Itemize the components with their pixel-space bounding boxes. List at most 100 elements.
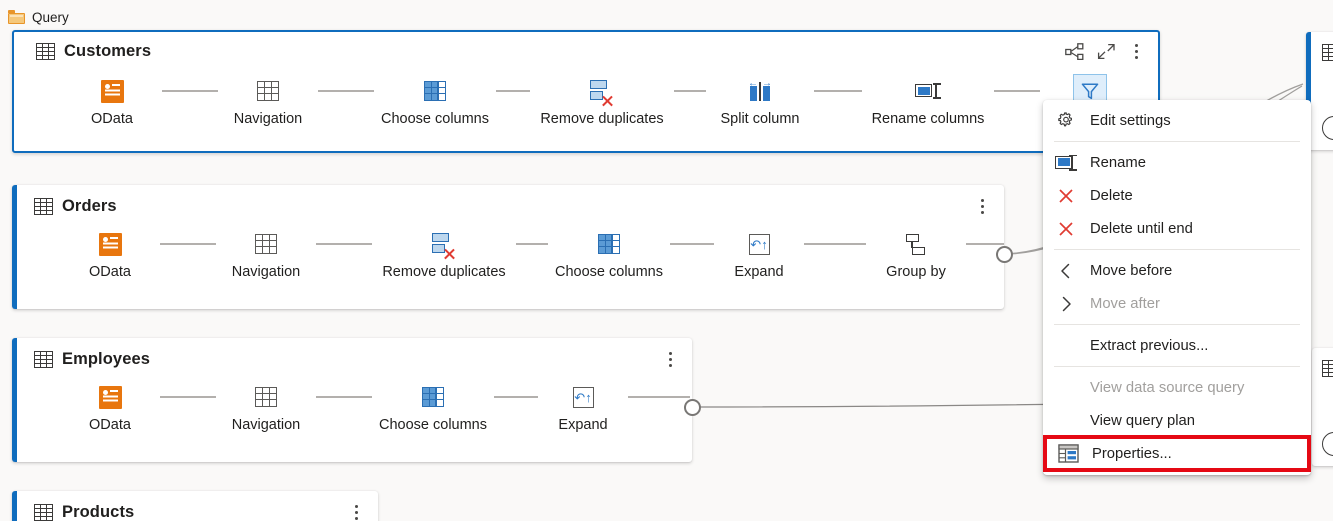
step-group-by[interactable]: Group by (866, 227, 966, 281)
query-name: Products (62, 502, 135, 521)
menu-item-move-before[interactable]: Move before (1043, 254, 1311, 287)
applied-steps-orders: OData Navigation Remove duplicates (12, 227, 1004, 309)
table-icon (1322, 360, 1333, 377)
step-choose-columns[interactable]: Choose columns (372, 380, 494, 434)
step-label: Navigation (231, 264, 301, 280)
menu-item-label: View data source query (1090, 379, 1245, 396)
step-connector (318, 74, 374, 108)
step-navigation[interactable]: Navigation (218, 74, 318, 128)
collapse-icon[interactable] (1096, 41, 1116, 61)
menu-item-edit-settings[interactable]: Edit settings (1043, 104, 1311, 137)
step-odata[interactable]: OData (60, 227, 160, 281)
query-card-customers[interactable]: Customers (12, 30, 1160, 153)
menu-item-extract-previous[interactable]: Extract previous... (1043, 329, 1311, 362)
card-header-actions (1064, 41, 1158, 61)
diagram-share-icon[interactable] (1064, 41, 1084, 61)
step-label: Rename columns (871, 111, 985, 127)
step-label: Split column (720, 111, 800, 127)
table-icon (34, 503, 53, 521)
step-connector (160, 380, 216, 414)
more-options-icon[interactable] (662, 349, 678, 369)
step-connector (804, 227, 866, 261)
folder-icon (8, 10, 25, 24)
gear-icon (1055, 110, 1077, 132)
card-accent-bar (12, 338, 17, 462)
query-name: Employees (62, 349, 151, 368)
menu-item-label: View query plan (1090, 412, 1196, 429)
step-label: Choose columns (379, 417, 487, 433)
card-accent-bar (12, 185, 17, 309)
more-options-icon[interactable] (974, 196, 990, 216)
step-label: Remove duplicates (540, 111, 664, 127)
step-connector (162, 74, 218, 108)
step-label: Expand (734, 264, 784, 280)
query-output-node-orders[interactable] (996, 246, 1013, 263)
table-icon (36, 42, 55, 60)
odata-icon (95, 74, 129, 108)
menu-item-delete-until-end[interactable]: Delete until end (1043, 212, 1311, 245)
odata-icon (93, 380, 127, 414)
query-output-node-employees[interactable] (684, 399, 701, 416)
card-header-actions (662, 349, 692, 369)
step-label: Navigation (233, 111, 303, 127)
menu-item-label: Properties... (1092, 445, 1172, 462)
step-rename-columns[interactable]: Rename columns (862, 74, 994, 128)
expand-icon: ↶↑ (742, 227, 776, 261)
menu-separator (1054, 366, 1300, 367)
step-expand[interactable]: ↶↑ Expand (538, 380, 628, 434)
more-options-icon[interactable] (1128, 41, 1144, 61)
step-context-menu[interactable]: Edit settings Rename Delete Delete (1043, 100, 1311, 475)
query-card-orders[interactable]: Orders OData Navigation (12, 185, 1004, 309)
navigation-table-icon (249, 380, 283, 414)
step-navigation[interactable]: Navigation (216, 380, 316, 434)
step-connector (316, 380, 372, 414)
table-icon (34, 350, 53, 368)
menu-item-delete[interactable]: Delete (1043, 179, 1311, 212)
menu-item-view-data-source-query: View data source query (1043, 371, 1311, 404)
menu-item-label: Move after (1090, 295, 1160, 312)
step-label: Expand (558, 417, 608, 433)
step-connector (160, 227, 216, 261)
menu-separator (1054, 249, 1300, 250)
menu-item-label: Move before (1090, 262, 1173, 279)
rename-columns-icon (911, 74, 945, 108)
expand-icon: ↶↑ (566, 380, 600, 414)
step-choose-columns[interactable]: Choose columns (548, 227, 670, 281)
breadcrumb-label: Query (32, 9, 69, 25)
step-odata[interactable]: OData (60, 380, 160, 434)
more-options-icon[interactable] (348, 502, 364, 521)
query-card-employees[interactable]: Employees OData Navigation (12, 338, 692, 462)
step-remove-duplicates[interactable]: Remove duplicates (530, 74, 674, 128)
step-choose-columns[interactable]: Choose columns (374, 74, 496, 128)
step-connector (316, 227, 372, 261)
group-by-icon (899, 227, 933, 261)
card-header: Orders (12, 185, 1004, 227)
menu-item-properties[interactable]: Properties... (1043, 435, 1311, 472)
breadcrumb[interactable]: Query (8, 7, 69, 27)
menu-item-move-after: Move after (1043, 287, 1311, 320)
step-odata[interactable]: OData (62, 74, 162, 128)
step-connector (670, 227, 714, 261)
menu-item-rename[interactable]: Rename (1043, 146, 1311, 179)
card-accent-bar (12, 491, 17, 521)
step-connector (814, 74, 862, 108)
card-title: Products (12, 503, 134, 521)
step-connector (994, 74, 1040, 108)
menu-item-label: Edit settings (1090, 112, 1171, 129)
card-header: Employees (12, 338, 692, 380)
menu-item-view-query-plan[interactable]: View query plan (1043, 404, 1311, 437)
applied-steps-employees: OData Navigation Choose columns ↶↑ (12, 380, 692, 462)
query-card-products[interactable]: Products (12, 491, 378, 521)
step-remove-duplicates[interactable]: Remove duplicates (372, 227, 516, 281)
step-split-column[interactable]: ←→ Split column (706, 74, 814, 128)
navigation-table-icon (251, 74, 285, 108)
step-connector (966, 227, 1004, 261)
step-label: Choose columns (555, 264, 663, 280)
step-connector (674, 74, 706, 108)
step-navigation[interactable]: Navigation (216, 227, 316, 281)
partial-step-icon (1322, 432, 1333, 456)
step-connector (496, 74, 530, 108)
partial-query-card-right-bottom[interactable] (1312, 348, 1333, 466)
step-expand[interactable]: ↶↑ Expand (714, 227, 804, 281)
